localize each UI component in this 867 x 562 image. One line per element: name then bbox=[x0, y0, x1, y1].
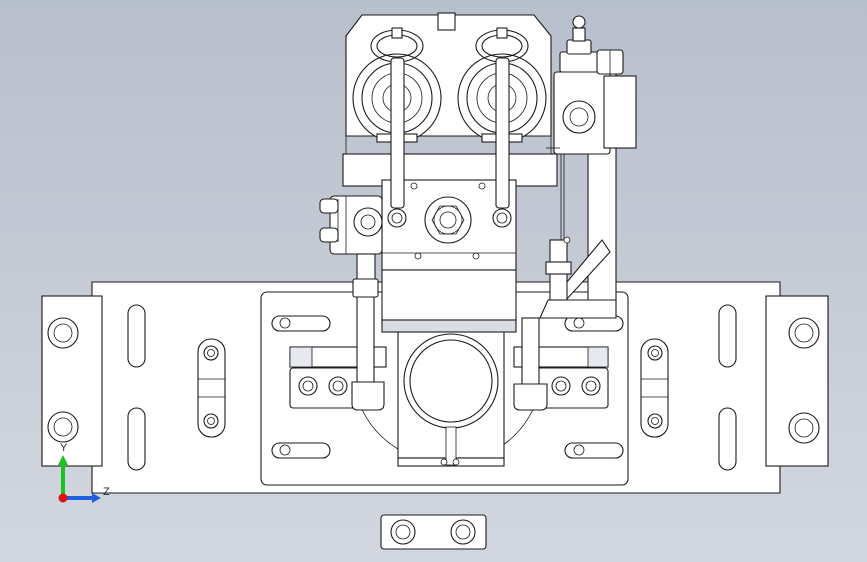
bottom-bracket bbox=[380, 514, 487, 550]
left-side-tube bbox=[351, 295, 385, 411]
pneumatic-fittings bbox=[319, 195, 383, 298]
air-tube bbox=[387, 57, 512, 228]
z-axis-label: Z bbox=[103, 486, 110, 498]
right-side-tube bbox=[513, 317, 548, 411]
plate-slot bbox=[127, 304, 737, 471]
axis-triad bbox=[58, 455, 101, 503]
z-axis-arrowhead bbox=[92, 493, 101, 503]
pressure-regulator bbox=[546, 15, 637, 155]
mid-clamp-plate bbox=[342, 153, 558, 187]
valve-base bbox=[381, 269, 517, 323]
x-axis-origin bbox=[58, 493, 68, 503]
tab-hole bbox=[47, 317, 820, 444]
guide-rail bbox=[197, 338, 669, 438]
y-axis-label: Y bbox=[60, 442, 68, 454]
valve-block bbox=[381, 179, 517, 333]
top-lug bbox=[437, 12, 456, 31]
clamp-body bbox=[397, 329, 505, 467]
y-axis-arrowhead bbox=[58, 455, 68, 465]
